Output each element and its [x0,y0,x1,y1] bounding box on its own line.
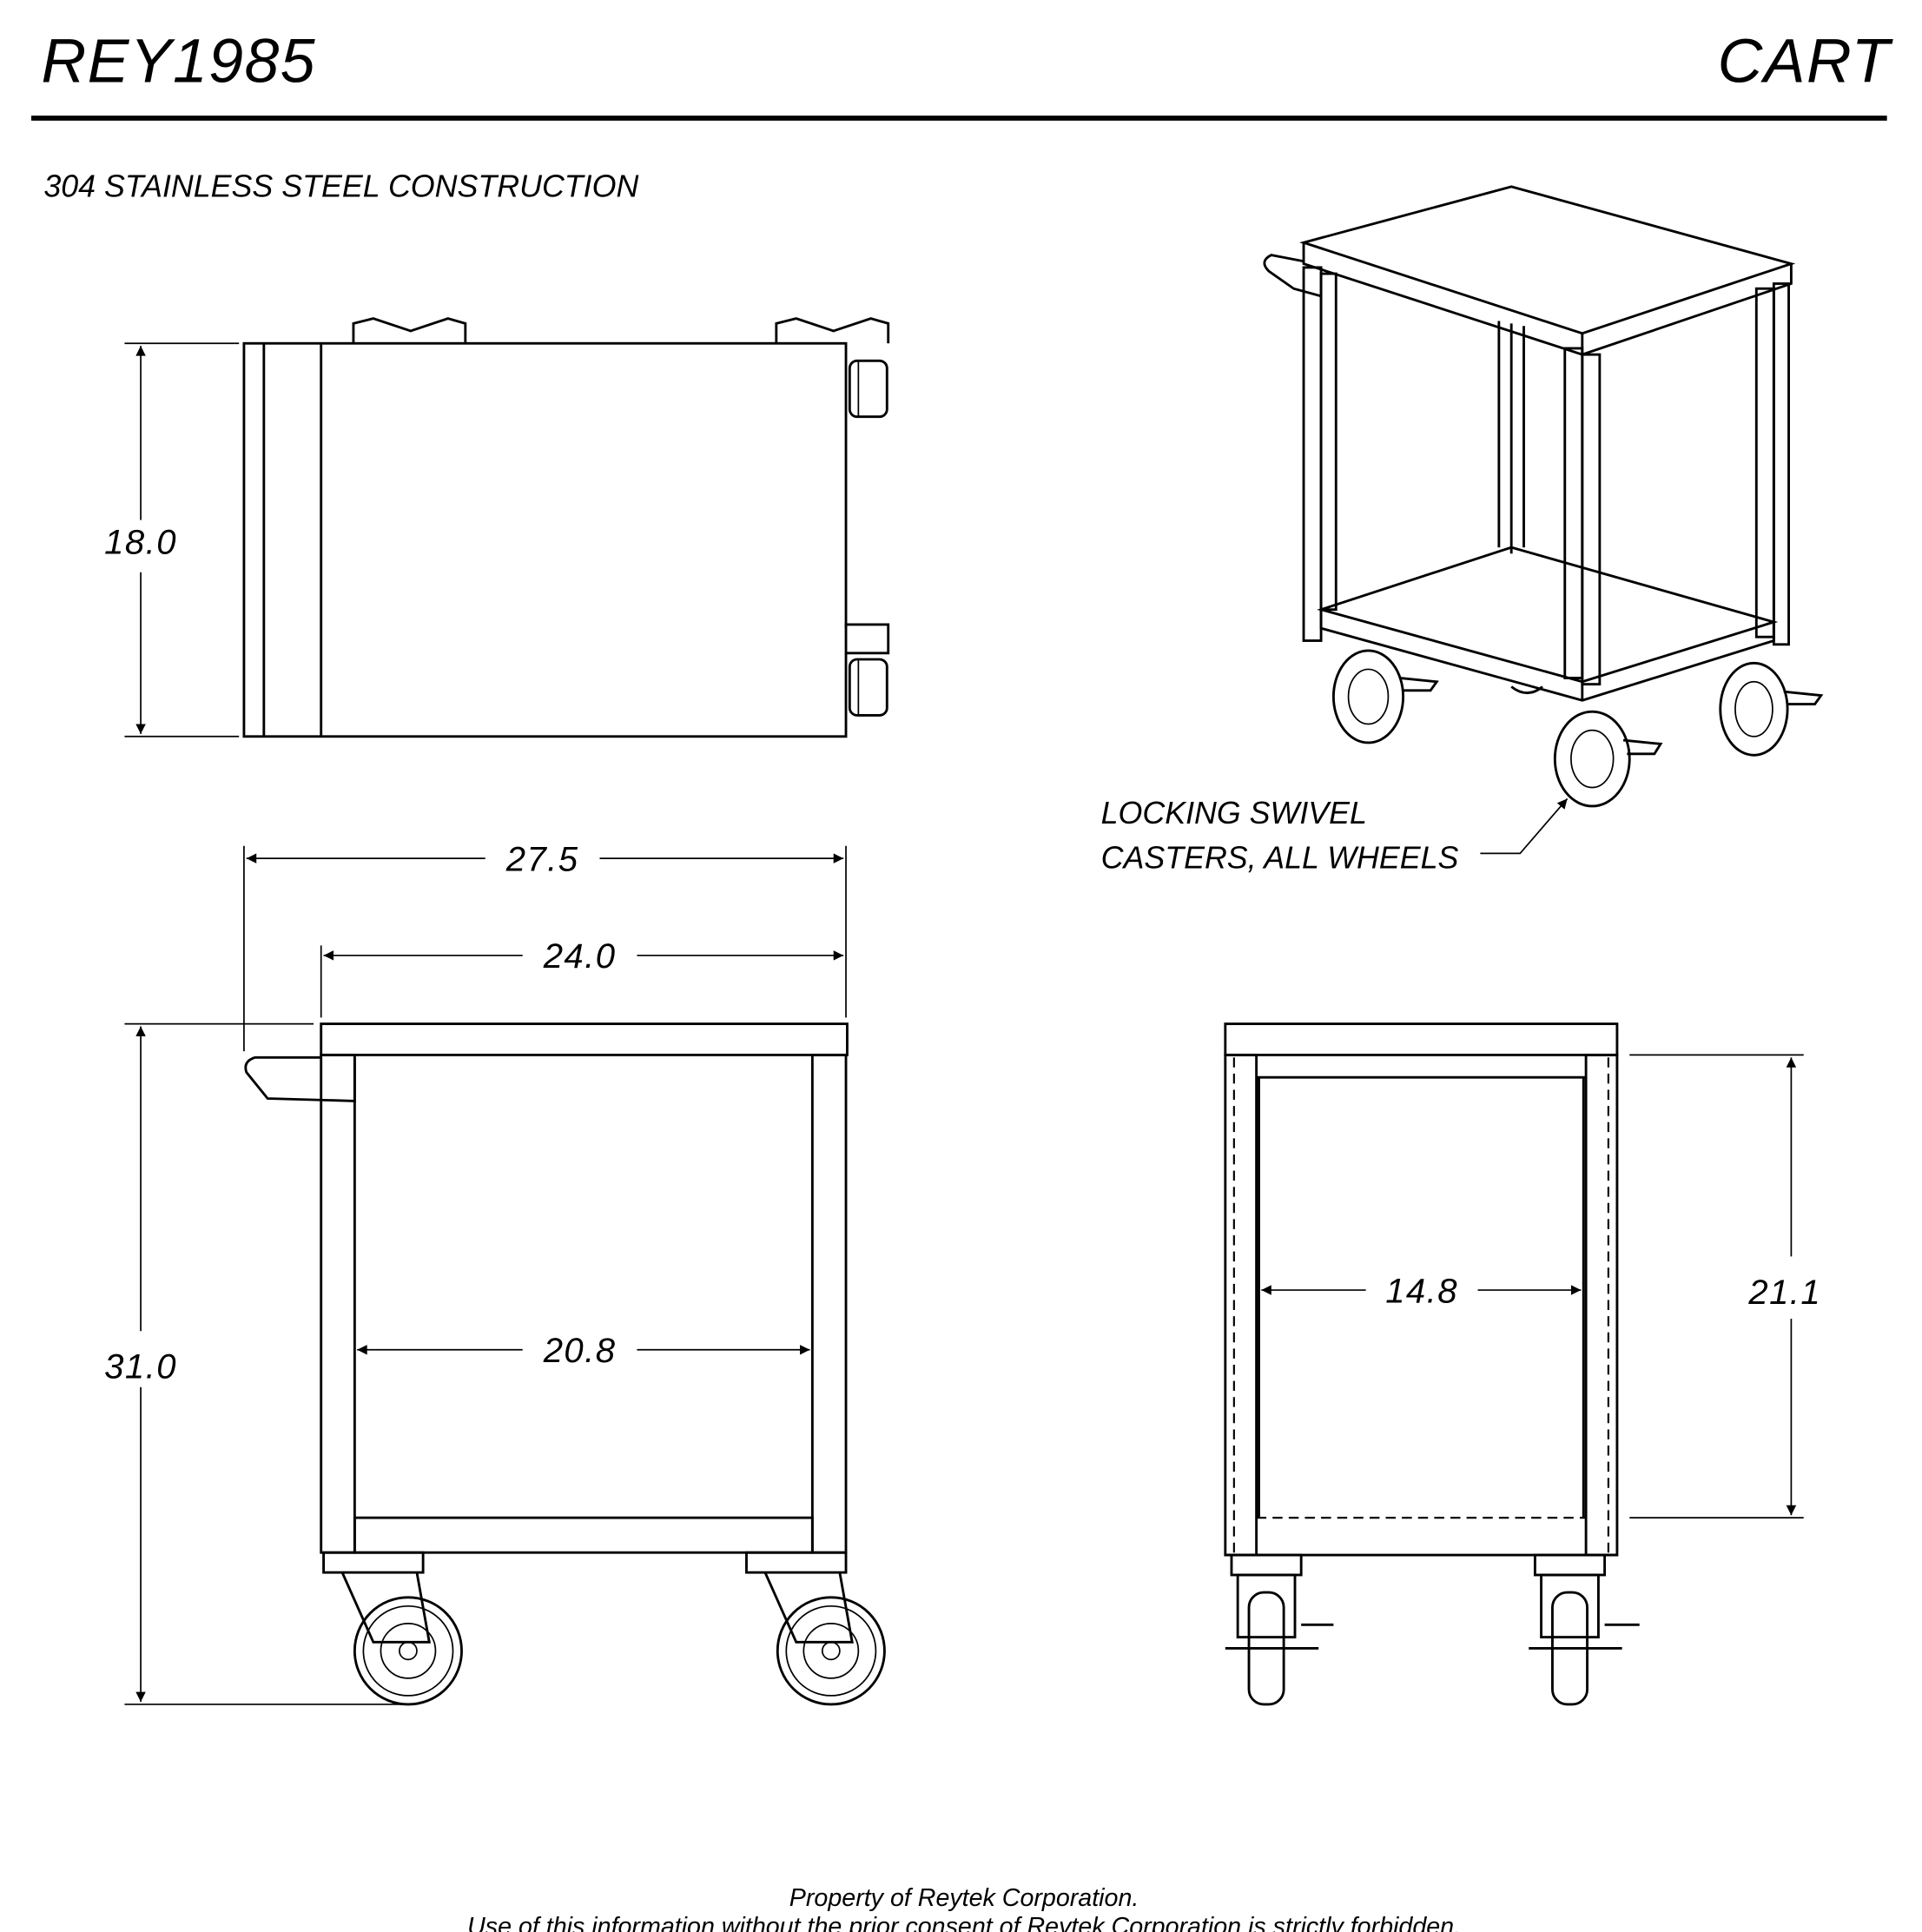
part-name: CART [1718,27,1893,96]
inner-width-dimension: 14.8 [1385,1272,1458,1310]
footer-property-notice: Property of Reytek Corporation. [789,1884,1139,1912]
top-view: 18.0 [104,317,890,738]
inner-height-dimension: 21.1 [1747,1274,1821,1312]
iso-caster-3 [1719,661,1824,757]
part-number: REY1985 [41,27,316,96]
callout-leader [1480,797,1569,855]
caster-callout-line1: LOCKING SWIVEL [1101,796,1367,830]
height-dimension: 31.0 [104,1348,177,1386]
isometric-view: LOCKING SWIVEL CASTERS, ALL WHEELS [1101,185,1824,876]
side-view: 27.5 24.0 20.8 31. [104,840,886,1706]
top-length-dimension: 24.0 [543,937,617,976]
caster-wheel-right [745,1551,886,1706]
depth-dimension: 18.0 [104,523,177,561]
caster-wheel-left [322,1551,463,1706]
iso-caster-2 [1510,685,1663,808]
caster-callout-line2: CASTERS, ALL WHEELS [1101,841,1459,876]
front-view: 14.8 21.1 [1224,1022,1821,1706]
inner-length-dimension: 20.8 [543,1332,617,1370]
caster-front-right [1529,1553,1640,1706]
footer-usage-notice: Use of this information without the prio… [467,1913,1461,1932]
iso-caster-1 [1331,649,1439,744]
overall-length-dimension: 27.5 [505,840,579,878]
caster-front-left [1225,1553,1334,1706]
material-note: 304 STAINLESS STEEL CONSTRUCTION [43,169,638,203]
